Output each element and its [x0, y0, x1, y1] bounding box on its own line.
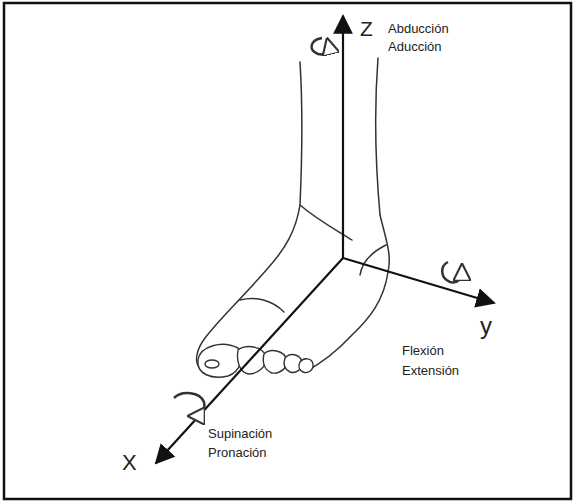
axis-label: X	[122, 450, 137, 475]
rotation-arrow	[174, 393, 204, 416]
rotation-arrow	[442, 262, 462, 282]
axis-label: Extensión	[402, 364, 459, 379]
toes	[198, 344, 313, 377]
frame	[4, 3, 571, 499]
axis-label: Z	[360, 17, 373, 41]
axis-label: Flexión	[402, 344, 444, 359]
axes	[156, 16, 494, 463]
y-axis	[343, 258, 494, 303]
axis-label: y	[480, 312, 492, 340]
axis-label: Supinación	[208, 427, 272, 442]
rotation-arrow	[312, 38, 330, 54]
foot-outline	[197, 58, 390, 372]
x-axis	[156, 258, 343, 463]
rotation-arrows	[174, 38, 462, 416]
axis-label: Aducción	[388, 40, 441, 55]
axis-label: Abducción	[388, 22, 449, 37]
axis-label: Pronación	[208, 446, 267, 461]
z-axis	[342, 16, 344, 258]
